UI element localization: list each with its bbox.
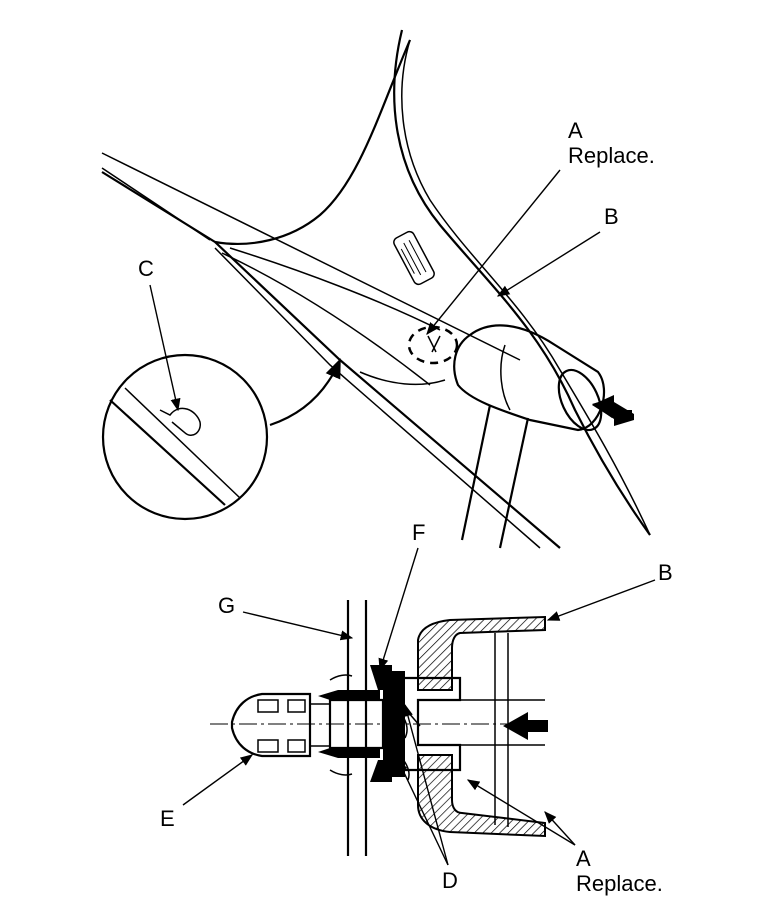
clip-location-marker [407,325,459,365]
label-f: F [412,520,425,545]
label-b-top: B [604,204,619,229]
srs-airbag-emblem-icon [393,230,435,286]
label-a-bottom: A [576,846,591,871]
clip-pin [230,692,330,758]
leader-c [149,284,181,412]
plastic-mallet-icon [453,324,606,549]
push-direction-arrow-icon [503,712,548,740]
label-d: D [442,868,458,893]
label-b-bottom: B [658,560,673,585]
leader-a-top [426,169,561,335]
label-c: C [138,256,154,281]
leader-a-bottom-1 [466,779,576,846]
detail-view-c [101,353,342,521]
leader-b-bottom [546,579,656,621]
cross-section-view: F G B E D A Replace. [160,520,673,896]
label-g: G [218,593,235,618]
leader-b-top [496,231,601,297]
pillar-trim [214,39,412,245]
leader-d-2 [403,703,449,866]
label-a-bottom-note: Replace. [576,871,663,896]
top-view: A Replace. B C [101,29,655,549]
label-a-top: A [568,118,583,143]
body-panel-edge [101,152,521,361]
detail-callout-arrow [269,358,342,427]
leader-e [182,754,254,806]
leader-f [378,547,419,672]
label-a-top-note: Replace. [568,143,655,168]
label-e: E [160,806,175,831]
clip-body [318,665,462,782]
leader-g [242,611,354,641]
leader-d-1 [397,758,449,866]
leader-a-bottom-2 [544,811,576,846]
